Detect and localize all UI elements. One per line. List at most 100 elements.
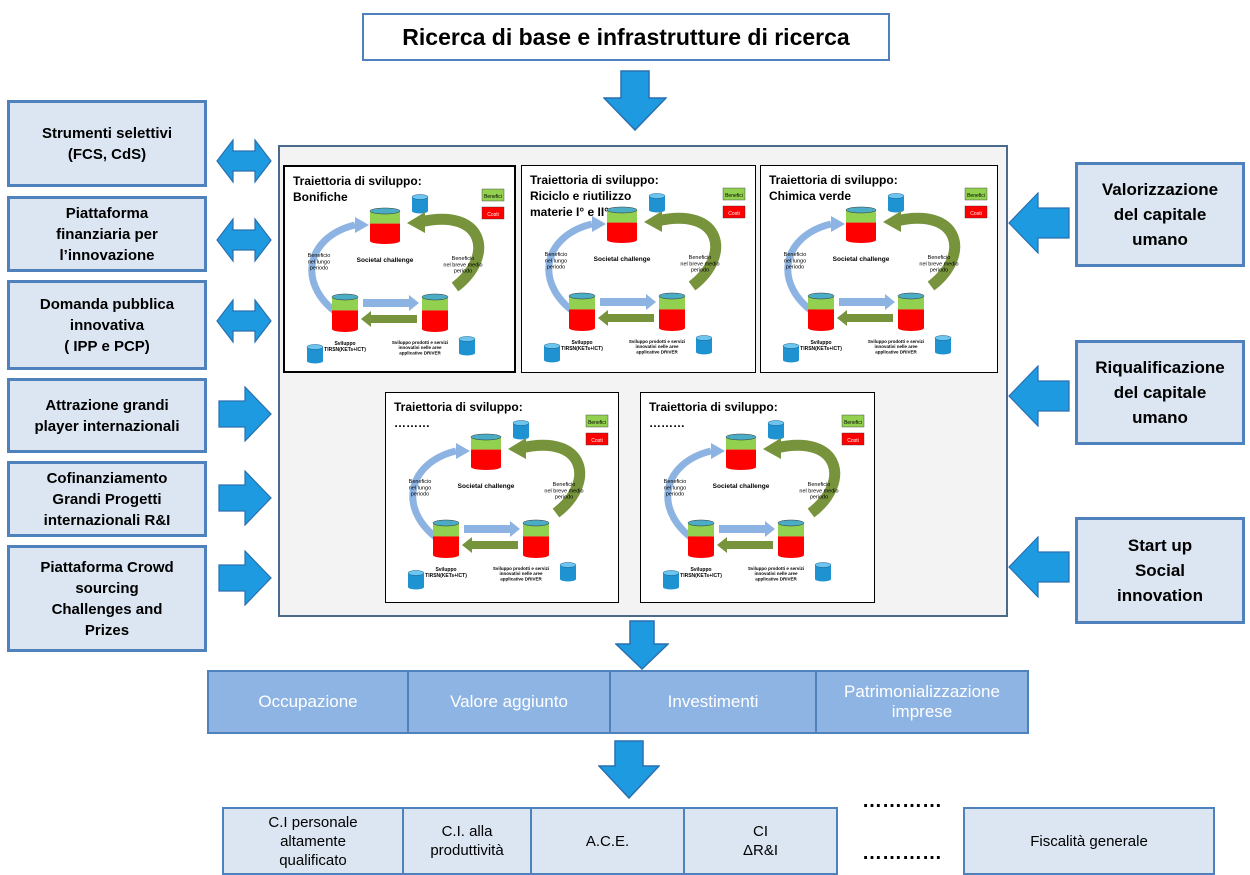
arrow-left-green [837,310,893,326]
sviluppo-cylinder [331,293,359,332]
societal-challenge-label: Societal challenge [833,256,890,263]
legend-costi-label: Costi [728,211,739,217]
ellipsis-bottom: ………… [862,842,942,864]
societal-challenge-label: Societal challenge [458,483,515,490]
blue-curve-arrow-head [456,443,470,459]
kpi-valore-aggiunto: Valore aggiunto [407,670,611,734]
attrazione-grandi-player-box: Attrazione grandi player internazionali [7,378,207,453]
double-arrow-icon [216,217,272,263]
societal-challenge-label: Societal challenge [594,256,651,263]
societal-challenge-label: Societal challenge [357,257,414,264]
fondi-cylinder [648,193,666,213]
legend-costi-label: Costi [487,212,498,218]
legend-costi-swatch [964,205,988,219]
legend-costi-swatch [841,432,865,446]
green-curve-arrow [418,213,485,292]
arrow-left-green [598,310,654,326]
left-arrow-icon [1008,192,1070,254]
fondi-cylinder [407,570,425,590]
fondi-cylinder [411,194,429,214]
start-up-social-box: Start up Social innovation [1075,517,1245,624]
legend-benefici-swatch [481,188,505,202]
fondi-cylinder [458,336,476,356]
ci-personale-box: C.I personale altamente qualificato [222,807,404,875]
domanda-pubblica-box: Domanda pubblica innovativa ( IPP e PCP) [7,280,207,370]
blue-curve-arrow [545,220,593,319]
legend-benefici-label: Benefici [725,193,743,199]
arrow-left-green [717,537,773,553]
fondi-cylinder [934,335,952,355]
arrow-right-blue [719,521,775,537]
page-title: Ricerca di base e infrastrutture di rice… [362,13,890,61]
blue-curve-arrow-head [355,217,369,233]
societal-challenge-label: Societal challenge [713,483,770,490]
fondi-cylinder [512,420,530,440]
trajectory-bonifiche: Traiettoria di sviluppo: Bonifiche Benef… [283,165,516,373]
right-arrow-icon [218,470,272,526]
fondi-cylinder [543,343,561,363]
kpi-occupazione: Occupazione [207,670,409,734]
societal-challenge-cylinder [606,206,638,243]
left-arrow-icon [1008,536,1070,598]
ci-produttivita-box: C.I. alla produttività [402,807,532,875]
blue-curve-arrow-head [592,216,606,232]
piattaforma-finanziaria-box: Piattaforma finanziaria per l’innovazion… [7,196,207,272]
trajectory-title: Traiettoria di sviluppo: Riciclo e riuti… [530,173,659,219]
green-curve-arrow-head [644,211,662,232]
societal-challenge-cylinder [845,206,877,243]
trajectory-chimica-verde: Traiettoria di sviluppo: Chimica verde B… [760,165,998,373]
right-arrow-icon [218,386,272,442]
fondi-cylinder [306,344,324,364]
fondi-cylinder [559,562,577,582]
kpi-patrimonializzazione: Patrimonializzazione imprese [815,670,1029,734]
legend-benefici-label: Benefici [844,420,862,426]
legend-costi-label: Costi [591,438,602,444]
legend-costi-swatch [585,432,609,446]
fondi-cylinder [887,193,905,213]
riqualificazione-capitale-box: Riqualificazione del capitale umano [1075,340,1245,445]
blue-curve-arrow [409,447,457,546]
blue-curve-arrow [664,447,712,546]
green-curve-arrow [655,212,722,291]
societal-challenge-cylinder [725,433,757,470]
green-curve-arrow-head [508,438,526,459]
fondi-cylinder [695,335,713,355]
ellipsis-top: ………… [862,790,942,812]
ace-box: A.C.E. [530,807,685,875]
blue-curve-arrow-head [711,443,725,459]
ci-delta-ri-box: CI ΔR&I [683,807,838,875]
legend-benefici-swatch [585,414,609,428]
piattaforma-crowd-box: Piattaforma Crowd sourcing Challenges an… [7,545,207,652]
legend-benefici-swatch [964,187,988,201]
legend-costi-swatch [481,206,505,220]
arrow-right-blue [839,294,895,310]
double-arrow-icon [216,298,272,344]
legend-benefici-label: Benefici [588,420,606,426]
fiscalita-generale-box: Fiscalità generale [963,807,1215,875]
green-curve-arrow-head [763,438,781,459]
fondi-cylinder [767,420,785,440]
fondi-cylinder [662,570,680,590]
trajectory-title: Traiettoria di sviluppo: ……… [649,400,778,430]
arrow-right-blue [464,521,520,537]
